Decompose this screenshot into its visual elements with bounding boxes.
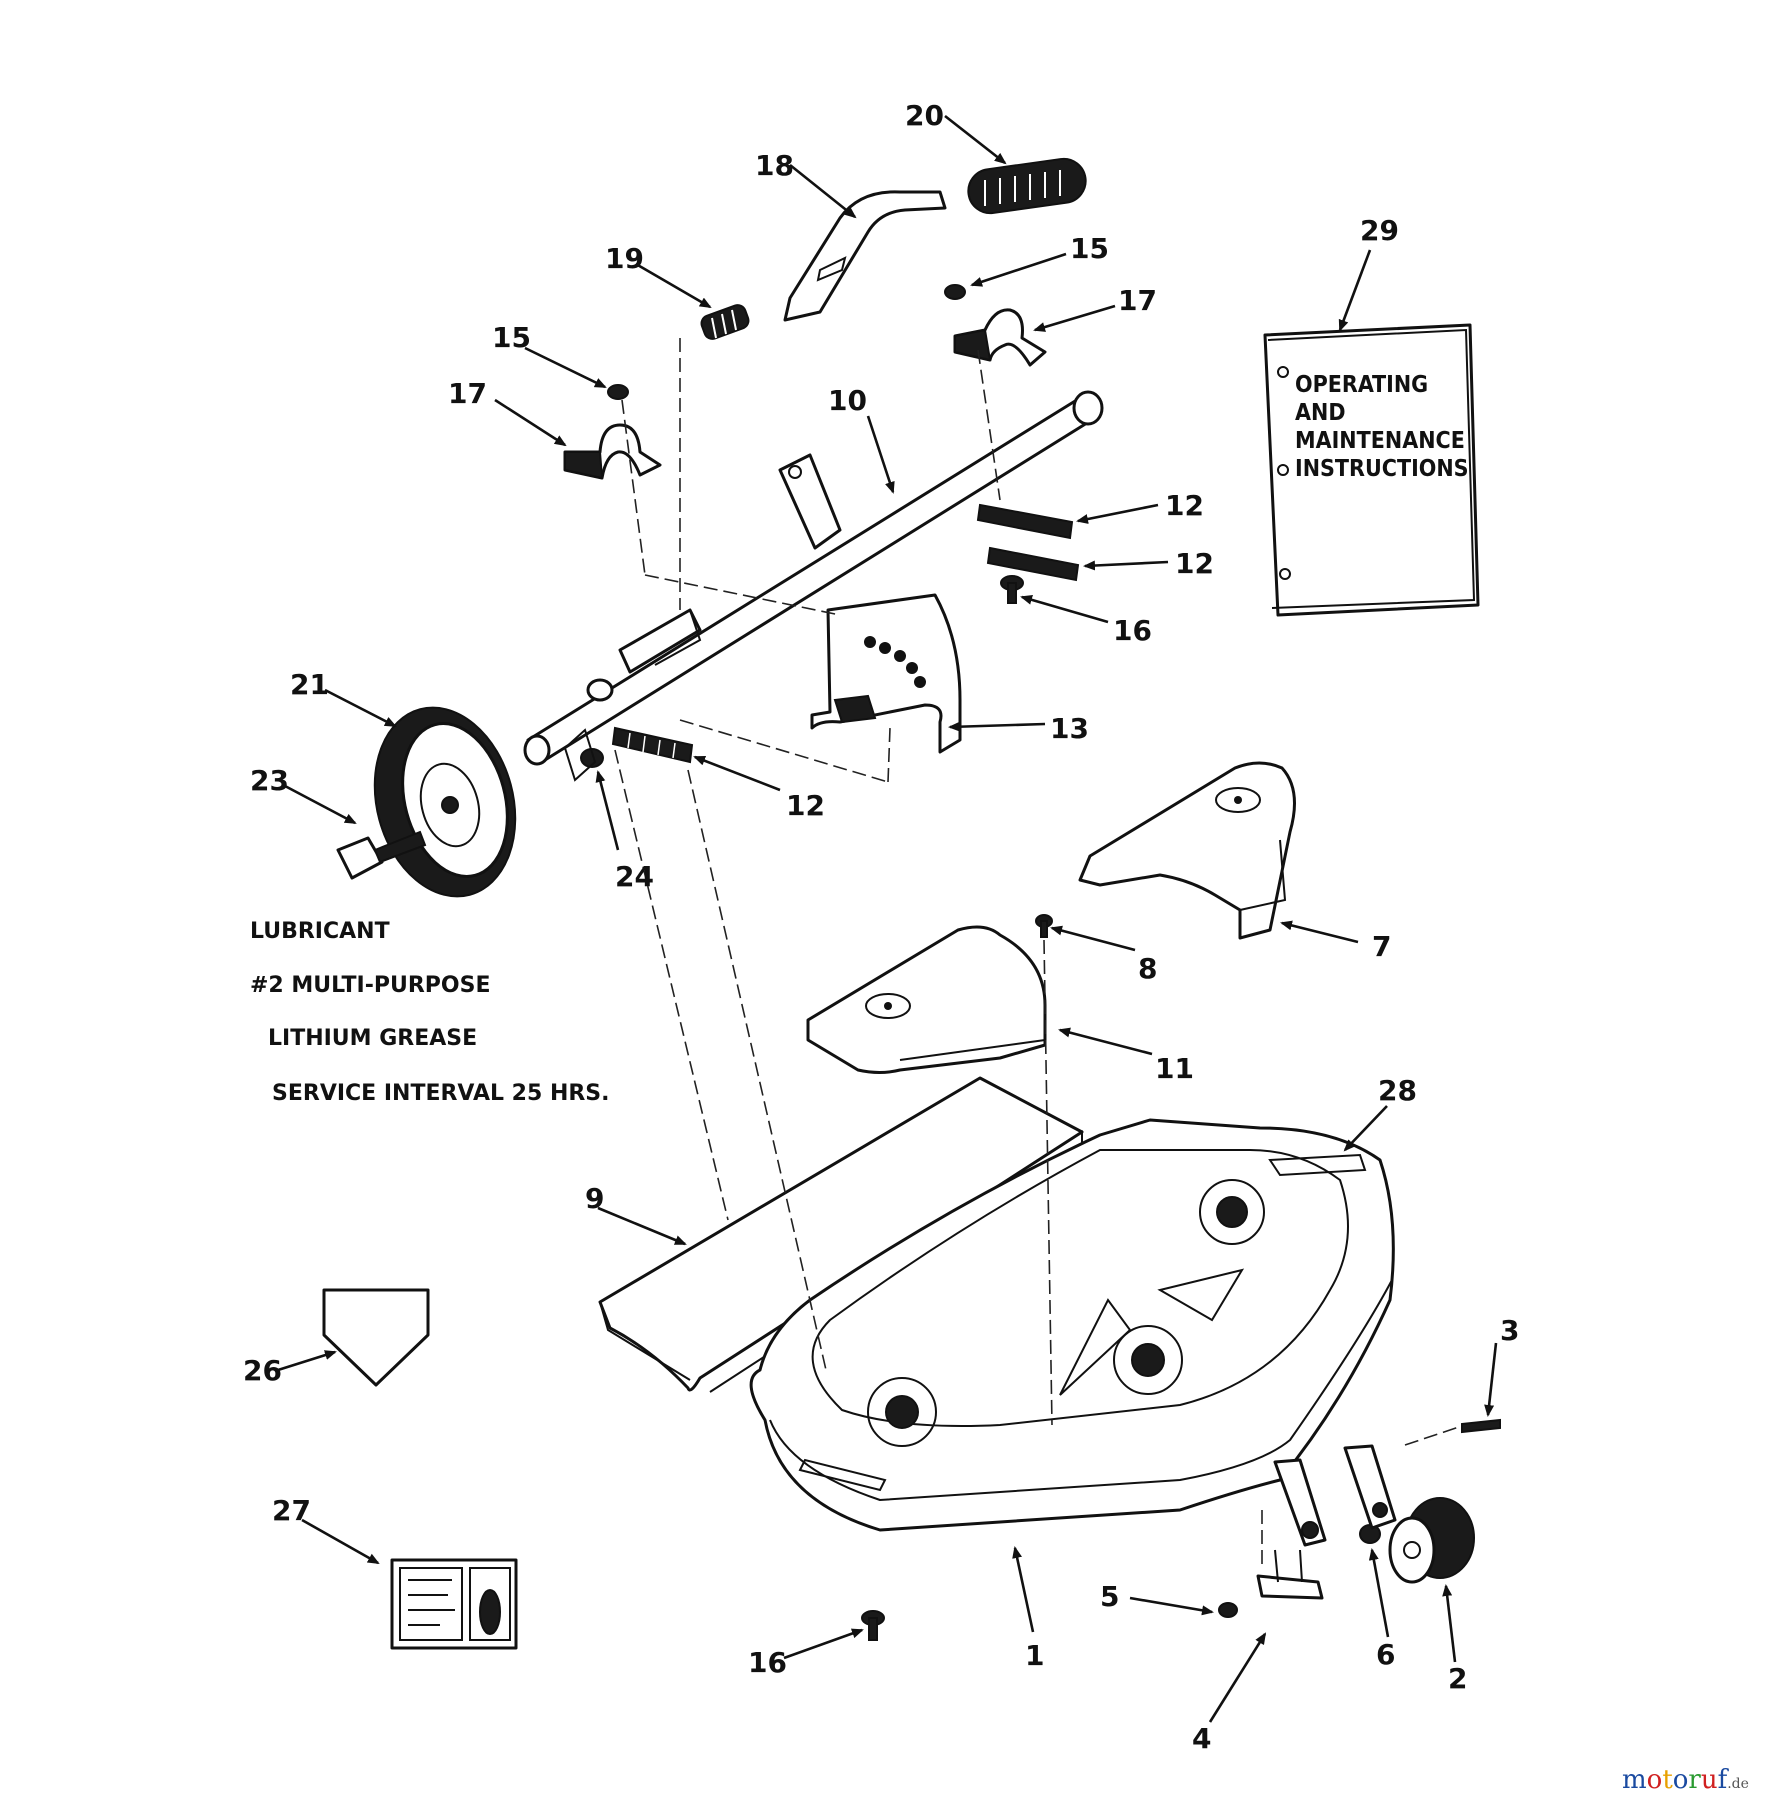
callout-16-lower: 16 — [748, 1646, 787, 1679]
callout-15-left: 15 — [492, 321, 531, 354]
leader-arrows — [277, 114, 1498, 1723]
part-16-screw-lower — [861, 1610, 885, 1641]
part-18-lift-lever — [783, 190, 947, 322]
callout-27: 27 — [272, 1494, 311, 1527]
part-23-axle-bolt — [336, 830, 427, 880]
callout-19: 19 — [605, 242, 644, 275]
lubricant-line-4: SERVICE INTERVAL 25 HRS. — [272, 1081, 610, 1106]
callout-15-right: 15 — [1070, 232, 1109, 265]
callout-17-left: 17 — [448, 377, 487, 410]
watermark-letter: r — [1688, 1765, 1701, 1795]
callout-9: 9 — [585, 1182, 604, 1215]
callout-numbers: 20 18 19 15 15 17 17 29 10 12 12 16 13 2… — [243, 99, 1519, 1755]
lubricant-line-1: LUBRICANT — [250, 919, 390, 944]
watermark-letter: o — [1673, 1765, 1689, 1795]
callout-12-b: 12 — [1175, 547, 1214, 580]
watermark-letter: u — [1701, 1765, 1718, 1795]
callout-2: 2 — [1448, 1662, 1467, 1695]
callout-16-upper: 16 — [1113, 614, 1152, 647]
callout-5: 5 — [1100, 1580, 1119, 1613]
watermark-letter: o — [1647, 1765, 1663, 1795]
manual-line-4: INSTRUCTIONS — [1295, 456, 1469, 482]
manual-line-3: MAINTENANCE — [1295, 428, 1465, 454]
part-17-clamp-left — [563, 423, 662, 480]
callout-4: 4 — [1192, 1722, 1211, 1755]
part-12-strip-b — [986, 546, 1080, 582]
callout-26: 26 — [243, 1354, 282, 1387]
part-10-lift-shaft — [523, 390, 1104, 766]
part-21-wheel — [373, 706, 517, 898]
part-15-nut-right — [944, 284, 966, 300]
part-5-bolt — [1218, 1602, 1238, 1618]
lubricant-line-3: LITHIUM GREASE — [268, 1026, 477, 1051]
part-3-pin — [1461, 1418, 1501, 1434]
callout-8: 8 — [1138, 952, 1157, 985]
part-16-screw-upper — [1000, 575, 1024, 604]
callout-29: 29 — [1360, 214, 1399, 247]
part-12-strip-c — [611, 726, 694, 764]
watermark-letter: f — [1718, 1765, 1730, 1795]
callout-7: 7 — [1372, 930, 1391, 963]
watermark-letter: m — [1622, 1765, 1647, 1795]
callout-12-a: 12 — [1165, 489, 1204, 522]
part-15-nut-left — [607, 384, 629, 400]
part-7-belt-cover-right — [1078, 761, 1296, 940]
callout-17-right: 17 — [1118, 284, 1157, 317]
callout-24: 24 — [615, 860, 654, 893]
part-26-decal — [322, 1288, 430, 1387]
watermark-logo: motoruf.de — [1622, 1765, 1749, 1795]
manual-line-2: AND — [1295, 400, 1346, 426]
callout-21: 21 — [290, 668, 329, 701]
part-19-spring — [700, 304, 750, 340]
callout-1: 1 — [1025, 1639, 1044, 1672]
part-13-height-bracket — [810, 593, 962, 754]
part-24-nut — [563, 728, 604, 782]
lubricant-line-2: #2 MULTI-PURPOSE — [250, 973, 491, 998]
callout-6: 6 — [1376, 1638, 1395, 1671]
callout-20: 20 — [905, 99, 944, 132]
callout-13: 13 — [1050, 712, 1089, 745]
watermark-suffix: .de — [1727, 1776, 1749, 1792]
part-2-anti-scalp-roller — [1388, 1497, 1475, 1584]
part-27-decal-sheet — [390, 1558, 518, 1650]
part-17-clamp-right — [953, 308, 1047, 367]
callout-3: 3 — [1500, 1314, 1519, 1347]
part-29-operating-manual — [1263, 323, 1480, 617]
roller-mount-arms — [1273, 1444, 1397, 1547]
callout-18: 18 — [755, 149, 794, 182]
callout-28: 28 — [1378, 1074, 1417, 1107]
part-8-screw — [1035, 914, 1053, 938]
part-20-handle-grip — [967, 157, 1087, 215]
part-1-mower-deck — [749, 1118, 1395, 1532]
part-11-belt-cover-left — [806, 925, 1047, 1074]
part-4-roller-bracket — [1256, 1549, 1324, 1600]
callout-23: 23 — [250, 764, 289, 797]
lubricant-note: LUBRICANT #2 MULTI-PURPOSE LITHIUM GREAS… — [250, 919, 610, 1106]
alignment-dashed-lines — [614, 338, 1463, 1570]
watermark-letter: t — [1662, 1765, 1673, 1795]
part-12-strip-a — [976, 503, 1074, 540]
callout-12-c: 12 — [786, 789, 825, 822]
callout-10: 10 — [828, 384, 867, 417]
callout-11: 11 — [1155, 1052, 1194, 1085]
manual-line-1: OPERATING — [1295, 372, 1428, 398]
